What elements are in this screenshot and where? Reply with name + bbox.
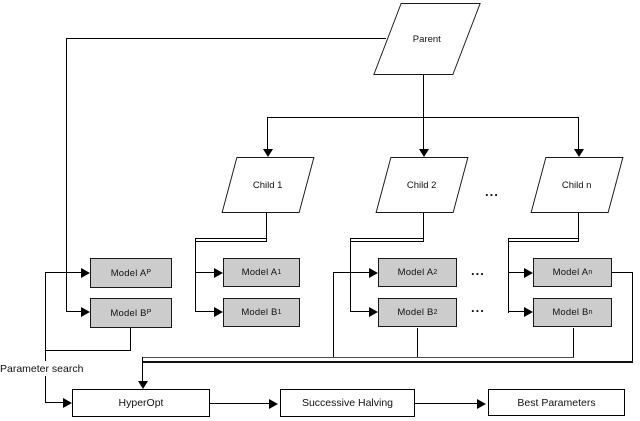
edge-model-bn-out [573,328,574,357]
arrowhead-model-b2 [369,307,378,317]
edge-bus-lower [142,361,633,363]
edge-halving-to-best [415,403,478,404]
edge-childn-double-1 [508,238,579,239]
node-parent-label: Parent [413,33,441,45]
arrowhead-childn [574,149,584,157]
edge-into-model-bn [508,311,525,312]
arrowhead-hyperopt-top [138,381,148,389]
ellipsis-model-a: ... [471,263,485,278]
arrowhead-model-bp [81,307,90,317]
edge-into-model-an [508,272,525,273]
model-label: Model A [397,267,434,278]
edge-model-an-out-h [612,272,633,273]
arrowhead-hyperopt-left [63,398,72,408]
parameter-search-label: Parameter search [0,361,96,376]
edge-model-bp-out [130,328,131,350]
model-label: Model A [110,267,147,279]
node-child-n: Child n [530,157,624,213]
ellipsis-children: ... [485,184,499,199]
edge-into-model-a2 [333,272,370,273]
arrowhead-best-parameters [477,399,486,409]
node-successive-halving-label: Successive Halving [301,397,394,409]
edge-parent-down [423,75,424,118]
edge-into-model-b2 [350,311,370,312]
node-child-2: Child 2 [375,157,469,213]
node-child-1: Child 1 [221,157,315,213]
model-label: Model B [110,307,147,319]
edge-into-model-bp [66,311,82,312]
model-label: Model B [397,307,434,318]
edge-into-model-ap [45,272,82,273]
edge-child1-col-vertical [195,238,196,312]
edge-bus-drop [142,357,143,381]
edge-childn-double-2 [508,241,579,242]
edge-model-bp-out-h [45,350,131,351]
edge-child2-double-2 [350,241,424,242]
model-label: Model A [241,267,278,278]
arrowhead-child2 [419,149,429,157]
model-label: Model B [552,307,589,318]
edge-child1-out [266,213,267,242]
node-child-n-label: Child n [562,179,592,191]
node-hyperopt-label: HyperOpt [118,397,164,409]
edge-child2-out [423,213,424,242]
node-child-2-label: Child 2 [407,179,437,191]
edge-child2-col-vertical [350,238,351,312]
edge-childn-col-vertical [508,238,509,313]
node-successive-halving: Successive Halving [280,389,415,417]
edge-into-model-b1 [195,311,215,312]
arrowhead-model-an [524,268,533,278]
node-best-parameters-label: Best Parameters [517,396,596,409]
model-label: Model A [552,267,589,278]
edge-into-hyperopt-left [45,402,64,403]
edge-bus-upper [142,357,574,358]
edge-child1-double-2 [195,241,267,242]
node-child-1-label: Child 1 [253,179,283,191]
node-best-parameters: Best Parameters [488,389,625,416]
arrowhead-model-ap [81,268,90,278]
arrowhead-model-b1 [214,307,223,317]
arrowhead-model-bn [524,307,533,317]
edge-feedback-left-vertical [45,272,46,403]
model-label: Model B [241,307,278,318]
arrowhead-model-a2 [369,268,378,278]
edge-model-an-out-v [632,272,633,362]
edge-hyperopt-to-halving [210,403,270,404]
edge-childn-drop [578,117,579,150]
arrowhead-child1 [263,149,273,157]
edge-child2-drop [423,117,424,150]
arrowhead-halving [269,399,278,409]
edge-model-a2-out [333,272,334,357]
edge-model-b2-out [417,328,418,357]
edge-into-model-a1 [195,272,215,273]
edge-parent-left [66,38,386,39]
edge-child1-drop [267,117,268,150]
node-parent: Parent [373,3,481,75]
arrowhead-model-a1 [214,268,223,278]
ellipsis-model-b: ... [471,300,485,315]
node-hyperopt: HyperOpt [72,389,210,417]
edge-child1-double-1 [195,238,267,239]
edge-left-vertical [66,38,67,312]
edge-childn-out [578,213,579,242]
edge-child2-double-1 [350,238,424,239]
